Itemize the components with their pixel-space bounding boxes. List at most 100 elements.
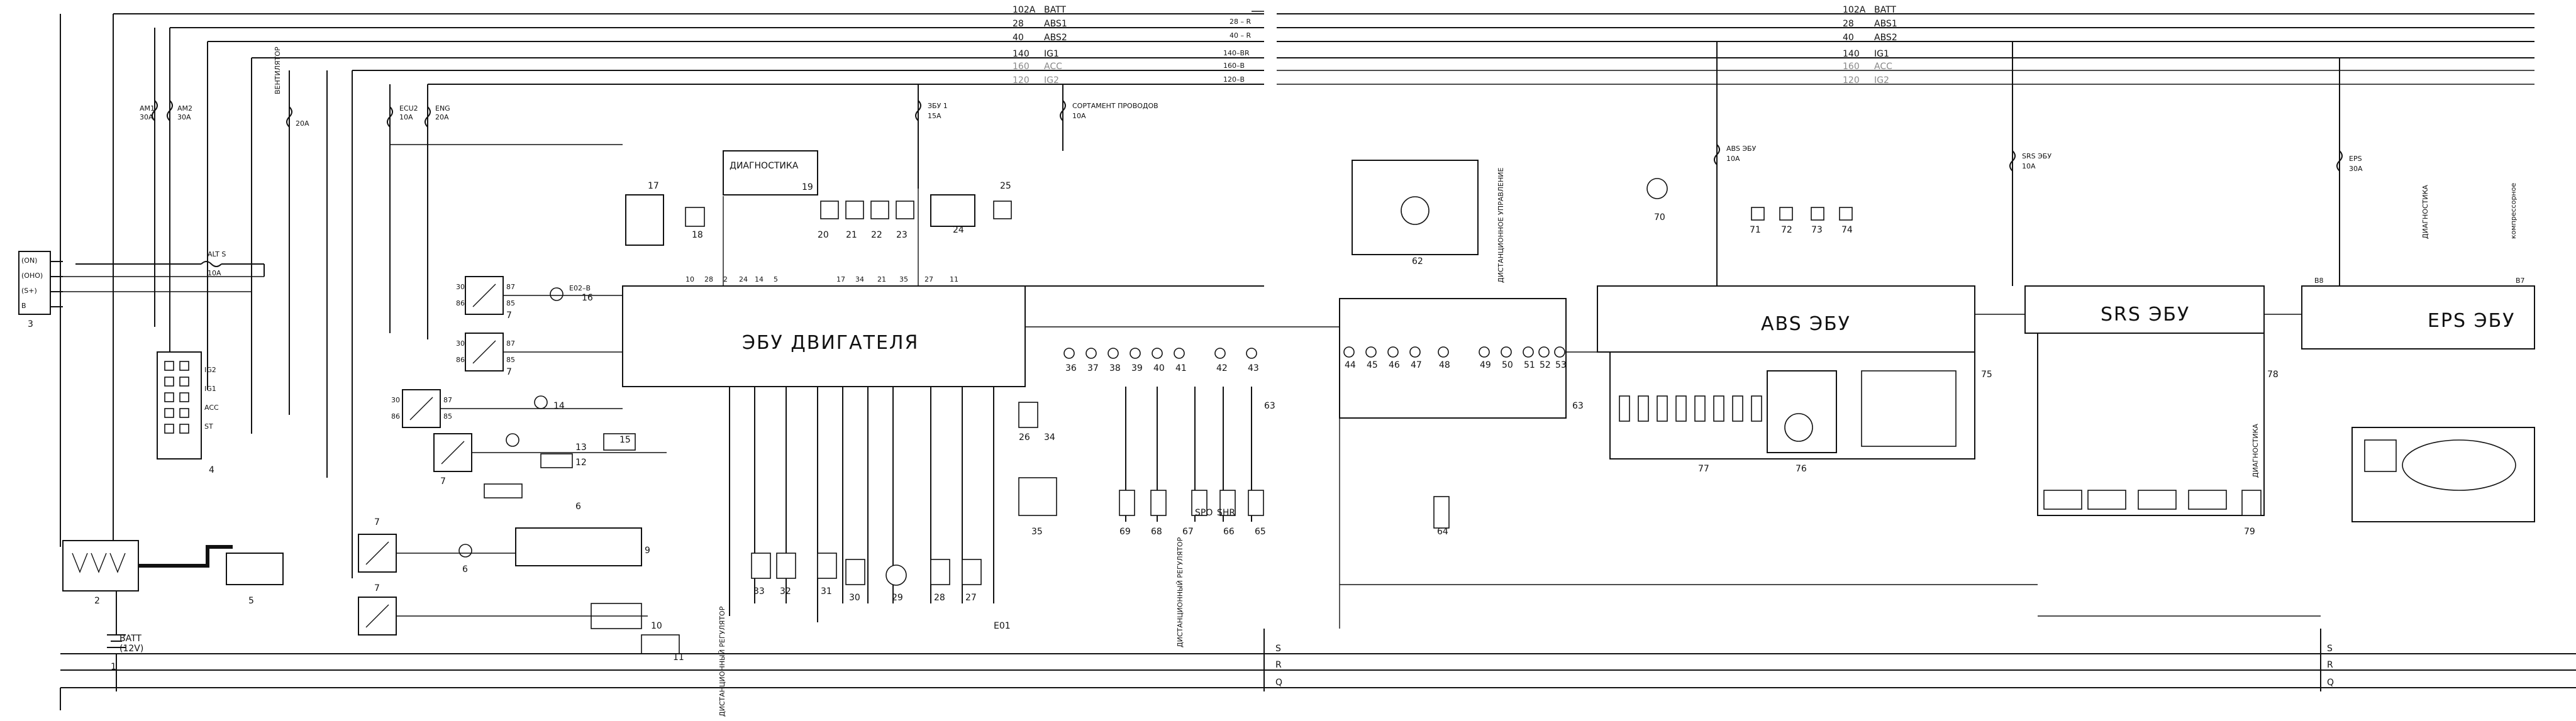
svg-text:85: 85 [506,356,515,364]
svg-text:5: 5 [774,275,778,283]
svg-text:49: 49 [1480,360,1491,370]
srs-ecu: SRS ЭБУ 79 78 SRS ЭБУ 10A ДИАГНОСТИКА [2009,41,2279,537]
svg-text:ДИСТАНЦИОННОЕ УПРАВЛЕНИЕ: ДИСТАНЦИОННОЕ УПРАВЛЕНИЕ [1497,168,1505,283]
bus-acc-num: 160 [1013,62,1030,72]
svg-text:21: 21 [846,230,857,240]
svg-text:B7: B7 [2516,277,2525,285]
svg-text:40: 40 [1153,363,1165,373]
svg-text:79: 79 [2244,527,2255,537]
svg-text:B8: B8 [2314,277,2324,285]
svg-text:36: 36 [1065,363,1077,373]
svg-text:24: 24 [953,225,964,235]
svg-text:ECU2: ECU2 [399,104,418,113]
relay-7-c: 30 86 87 85 [391,389,452,428]
bottom-bus: S R Q S R Q [60,629,2576,710]
svg-text:16: 16 [582,293,593,303]
svg-text:B: B [21,302,26,310]
svg-text:17: 17 [648,181,659,191]
svg-text:43: 43 [1248,363,1259,373]
svg-text:22: 22 [871,230,882,240]
svg-text:48: 48 [1439,360,1450,370]
svg-text:62: 62 [1412,256,1423,267]
relay-7-d: 7 [433,433,472,487]
svg-text:2: 2 [723,275,728,283]
engine-ecu: ЭБУ ДВИГАТЕЛЯ 10 28 2 24 14 5 17 34 21 3… [622,275,1026,387]
svg-text:19: 19 [802,182,813,192]
svg-text:51: 51 [1524,360,1535,370]
svg-text:30A: 30A [140,113,153,121]
svg-text:15: 15 [619,435,631,445]
components-top-mid: 17 18 ДИАГНОСТИКА 19 20 21 22 23 24 25 [625,150,1012,246]
svg-text:65: 65 [1255,527,1266,537]
svg-text:20: 20 [818,230,829,240]
svg-text:11: 11 [673,652,684,663]
svg-text:64: 64 [1437,527,1448,537]
rbus-batt-name: BATT [1874,5,1896,15]
svg-text:35: 35 [1031,527,1043,537]
eps-ecu-title: EPS ЭБУ [2428,310,2515,332]
rbus-abs1-name: ABS1 [1874,19,1897,29]
svg-text:EPS: EPS [2349,155,2362,163]
svg-text:ENG: ENG [435,104,450,113]
svg-text:27: 27 [924,275,933,283]
svg-text:R: R [2327,660,2333,670]
rbus-acc-name: ACC [1874,62,1892,72]
svg-text:6: 6 [462,564,468,575]
fuse-am1: AM1 30A [140,100,158,121]
svg-text:70: 70 [1654,212,1665,223]
svg-text:52: 52 [1540,360,1551,370]
connector-44-53: 44 45 46 47 48 49 50 51 52 53 63 64 ДИСТ… [1339,168,1584,537]
svg-text:10: 10 [686,275,694,283]
svg-text:ДИАГНОСТИКА: ДИАГНОСТИКА [2251,424,2260,478]
svg-text:26: 26 [1019,432,1030,443]
svg-text:67: 67 [1182,527,1194,537]
svg-text:20A: 20A [435,113,449,121]
svg-text:SPO: SPO [1195,508,1213,518]
svg-text:28: 28 [934,593,945,603]
rbus-ig1-num: 140 [1843,49,1860,59]
fuse-assortment: СОРТАМЕНТ ПРОВОДОВ 10A [1060,84,1158,151]
svg-text:30A: 30A [177,113,191,121]
abs-ecu-title: ABS ЭБУ [1761,313,1851,335]
bus-ig1-num: 140 [1013,49,1030,59]
svg-text:72: 72 [1781,225,1792,235]
svg-text:IG2: IG2 [204,366,216,374]
svg-text:32: 32 [780,586,791,597]
svg-text:75: 75 [1981,370,1992,380]
svg-text:73: 73 [1811,225,1823,235]
svg-text:25: 25 [1000,181,1011,191]
svg-text:E02–B: E02–B [569,284,591,292]
svg-text:14: 14 [755,275,763,283]
svg-text:63: 63 [1264,401,1275,411]
svg-text:87: 87 [506,339,515,348]
svg-text:14: 14 [553,401,565,411]
rbus-ig2-name: IG2 [1874,75,1889,85]
svg-text:IG1: IG1 [204,385,216,393]
svg-text:10: 10 [651,621,662,631]
svg-text:35: 35 [899,275,908,283]
svg-text:(12V): (12V) [119,644,143,654]
bus-batt-num: 102A [1013,5,1036,15]
svg-text:(S+): (S+) [21,287,37,295]
fuse-eng: ENG 20A [425,104,450,128]
svg-text:ACC: ACC [204,404,219,412]
rbus-abs2-name: ABS2 [1874,33,1897,43]
bus-batt-name: BATT [1044,5,1066,15]
svg-text:7: 7 [374,517,380,527]
svg-text:ST: ST [204,422,213,431]
svg-text:AM1: AM1 [140,104,155,113]
svg-text:27: 27 [965,593,977,603]
svg-text:30: 30 [849,593,860,603]
svg-text:21: 21 [877,275,886,283]
eps-ecu: EPS ЭБУ B8 B7 EPS 30A ДИАГНОСТИКА компре… [2301,58,2535,522]
svg-text:BATT: BATT [119,634,142,644]
svg-text:31: 31 [821,586,832,597]
svg-text:78: 78 [2267,370,2279,380]
svg-text:33: 33 [753,586,765,597]
svg-text:71: 71 [1750,225,1761,235]
svg-text:15A: 15A [928,112,941,120]
relay-7-b: 30 86 87 85 7 [456,333,515,377]
svg-text:Q: Q [2327,678,2334,688]
svg-text:85: 85 [506,299,515,307]
fuse-fan: 20A ВЕНТИЛЯТОР [274,47,309,128]
